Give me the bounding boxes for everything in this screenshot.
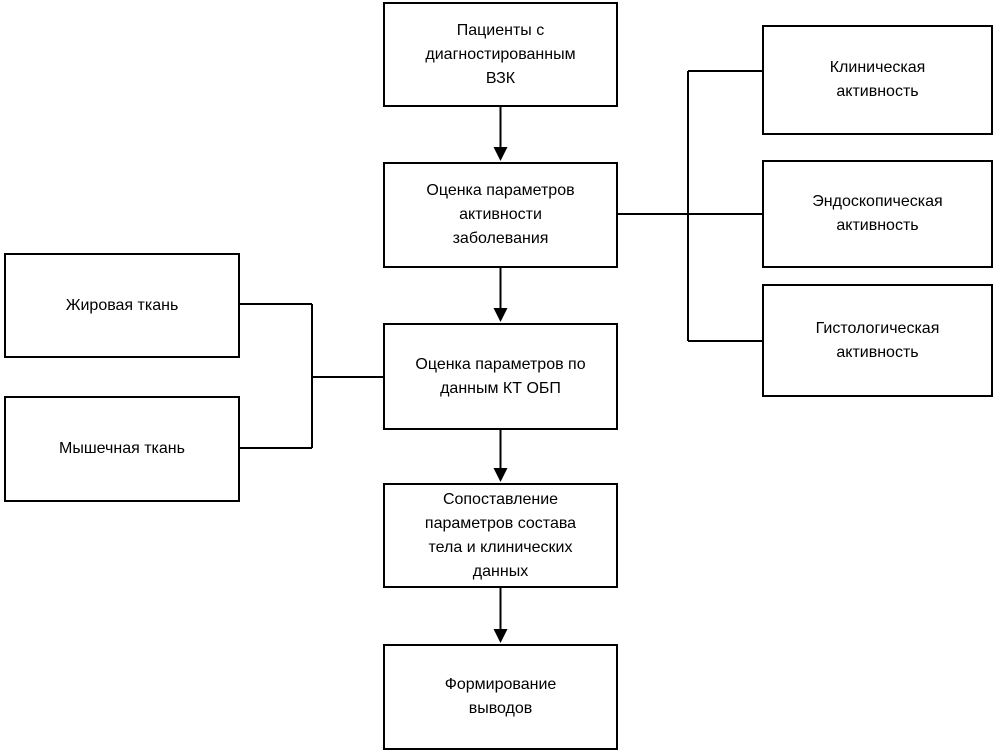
node-ct-assessment-label: Оценка параметров по данным КТ ОБП xyxy=(415,355,586,397)
node-clinical-activity: Клиническая активность xyxy=(762,25,993,135)
arrow-patients-to-activity xyxy=(493,107,508,161)
node-activity-assessment-label: Оценка параметров активности заболевания xyxy=(426,182,575,247)
node-histological-activity: Гистологическая активность xyxy=(762,284,993,397)
arrow-ct-to-comparison xyxy=(493,430,508,482)
node-muscle-tissue: Мышечная ткань xyxy=(4,396,240,502)
node-fat-tissue: Жировая ткань xyxy=(4,253,240,358)
node-histological-activity-label: Гистологическая активность xyxy=(815,319,940,361)
node-comparison-label: Сопоставление параметров состава тела и … xyxy=(424,490,577,580)
connector-tissues-to-ct xyxy=(240,303,383,449)
node-endoscopic-activity: Эндоскопическая активность xyxy=(762,160,993,268)
node-fat-tissue-label: Жировая ткань xyxy=(65,296,179,314)
node-ct-assessment: Оценка параметров по данным КТ ОБП xyxy=(383,323,618,430)
node-conclusions-label: Формирование выводов xyxy=(444,676,557,717)
node-patients: Пациенты с диагностированным ВЗК xyxy=(383,2,618,107)
node-conclusions: Формирование выводов xyxy=(383,644,618,750)
node-patients-label: Пациенты с диагностированным ВЗК xyxy=(425,21,576,87)
arrow-comparison-to-conclusions xyxy=(493,588,508,643)
connector-activity-to-right-boxes xyxy=(618,70,762,342)
node-muscle-tissue-label: Мышечная ткань xyxy=(59,440,185,457)
node-comparison: Сопоставление параметров состава тела и … xyxy=(383,483,618,588)
arrow-activity-to-ct xyxy=(493,268,508,322)
node-activity-assessment: Оценка параметров активности заболевания xyxy=(383,162,618,268)
node-clinical-activity-label: Клиническая активность xyxy=(829,59,926,100)
node-endoscopic-activity-label: Эндоскопическая активность xyxy=(812,193,943,234)
